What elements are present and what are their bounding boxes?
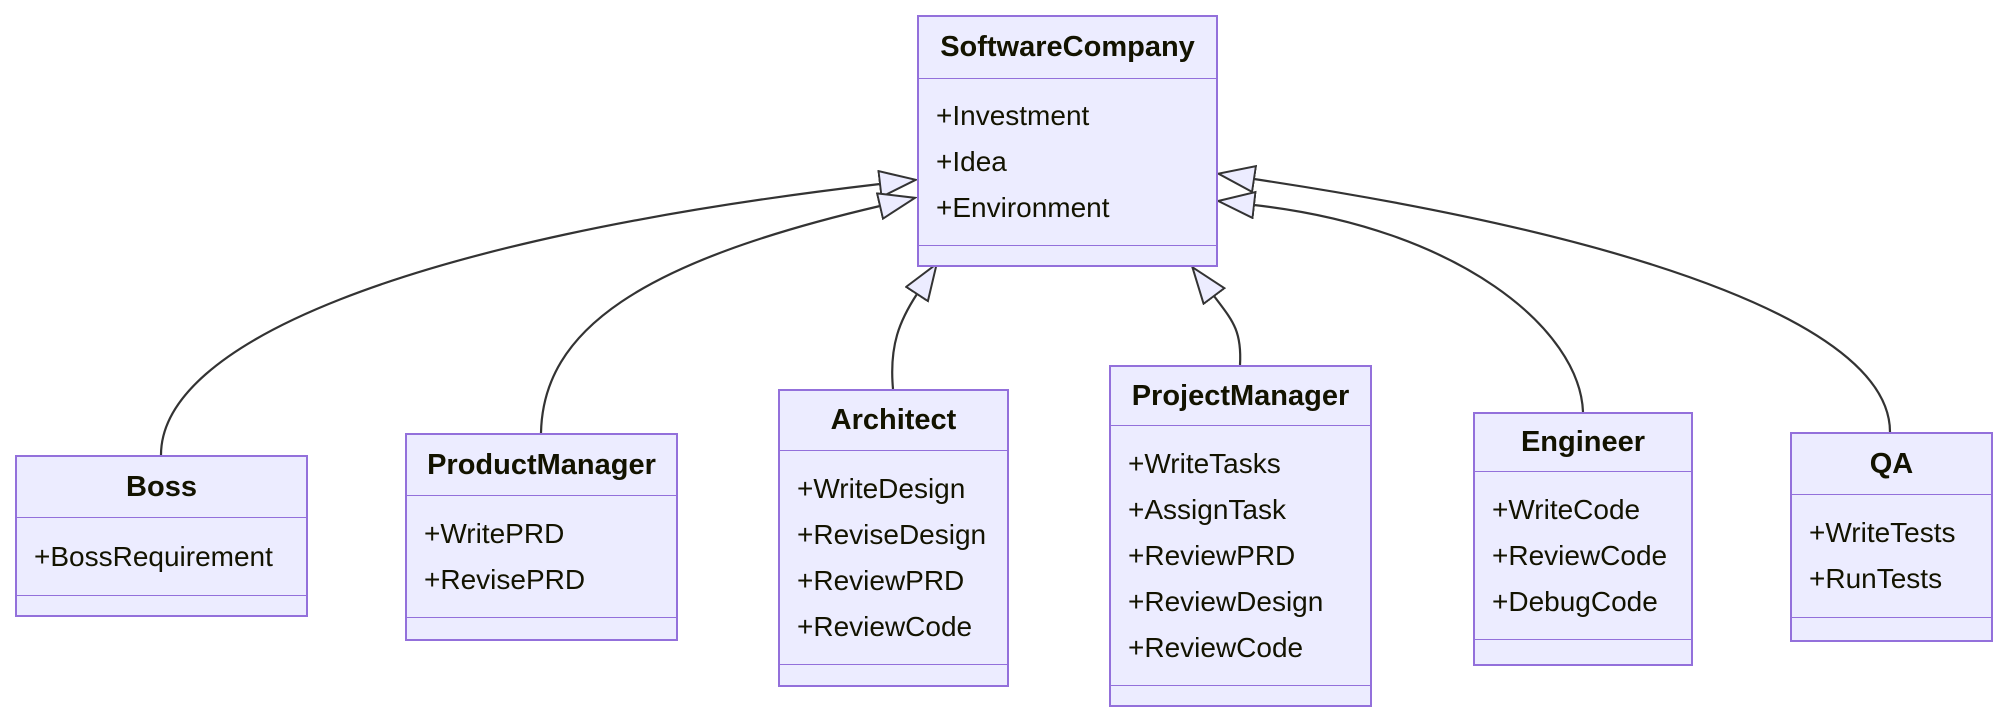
class-architect-attribute: +ReviewPRD	[797, 564, 965, 596]
class-engineer-attribute: +DebugCode	[1492, 585, 1658, 617]
class-qa-attributes: +WriteTests +RunTests	[1792, 495, 1991, 617]
class-project-manager-attribute: +AssignTask	[1128, 493, 1286, 525]
edge-qa-to-software-company	[1254, 179, 1892, 433]
class-boss-methods-empty	[17, 595, 306, 615]
class-product-manager-methods-empty	[407, 617, 676, 639]
class-software-company: SoftwareCompany +Investment +Idea +Environm…	[917, 15, 1218, 267]
edge-project-manager-to-software-company	[1214, 296, 1242, 366]
class-architect-attribute: +ReviseDesign	[797, 518, 987, 550]
class-project-manager: ProjectManager +WriteTasks +AssignTask +Rev…	[1109, 365, 1372, 707]
class-software-company-methods-empty	[919, 245, 1216, 265]
class-qa-attribute: +RunTests	[1809, 563, 1943, 594]
class-software-company-attribute: +Idea	[936, 146, 1007, 177]
class-project-manager-attribute: +ReviewCode	[1128, 631, 1304, 663]
class-software-company-attributes: +Investment +Idea +Environment	[919, 79, 1216, 245]
class-architect-attribute: +ReviewCode	[797, 610, 973, 642]
edge-boss-to-software-company	[159, 184, 880, 456]
class-engineer-methods-empty	[1475, 639, 1691, 664]
class-boss-attribute: +BossRequirement	[34, 540, 273, 572]
class-project-manager-methods-empty	[1111, 685, 1370, 705]
class-project-manager-attribute: +ReviewDesign	[1128, 585, 1324, 617]
class-product-manager-attribute: +RevisePRD	[424, 563, 586, 595]
class-software-company-attribute: +Environment	[936, 192, 1110, 223]
class-boss-title: Boss	[17, 457, 306, 518]
class-project-manager-title: ProjectManager	[1111, 367, 1370, 426]
edge-architect-to-software-company	[891, 294, 917, 390]
class-architect-attribute: +WriteDesign	[797, 472, 966, 504]
class-software-company-title: SoftwareCompany	[919, 17, 1216, 79]
class-product-manager-attributes: +WritePRD +RevisePRD	[407, 496, 676, 617]
class-product-manager-attribute: +WritePRD	[424, 517, 565, 549]
class-architect-attributes: +WriteDesign +ReviseDesign +ReviewPRD +Revi…	[780, 451, 1007, 664]
class-boss: Boss +BossRequirement	[15, 455, 308, 617]
edge-product-manager-to-software-company	[539, 206, 880, 434]
class-product-manager: ProductManager +WritePRD +RevisePRD	[405, 433, 678, 641]
class-architect: Architect +WriteDesign +ReviseDesign +Revie…	[778, 389, 1009, 687]
class-qa-methods-empty	[1792, 617, 1991, 640]
class-project-manager-attributes: +WriteTasks +AssignTask +ReviewPRD +ReviewD…	[1111, 426, 1370, 685]
class-engineer-title: Engineer	[1475, 414, 1691, 472]
class-project-manager-attribute: +WriteTasks	[1128, 447, 1281, 479]
class-architect-methods-empty	[780, 664, 1007, 685]
class-engineer-attributes: +WriteCode +ReviewCode +DebugCode	[1475, 472, 1691, 639]
class-boss-attributes: +BossRequirement	[17, 518, 306, 595]
class-project-manager-attribute: +ReviewPRD	[1128, 539, 1296, 571]
class-qa-attribute: +WriteTests	[1809, 517, 1956, 548]
class-software-company-attribute: +Investment	[936, 100, 1090, 131]
class-architect-title: Architect	[780, 391, 1007, 451]
class-engineer-attribute: +WriteCode	[1492, 493, 1641, 525]
class-product-manager-title: ProductManager	[407, 435, 676, 496]
class-engineer-attribute: +ReviewCode	[1492, 539, 1668, 571]
class-qa: QA +WriteTests +RunTests	[1790, 432, 1993, 642]
class-engineer: Engineer +WriteCode +ReviewCode +DebugCode	[1473, 412, 1693, 666]
edge-engineer-to-software-company	[1254, 205, 1585, 413]
class-qa-title: QA	[1792, 434, 1991, 495]
